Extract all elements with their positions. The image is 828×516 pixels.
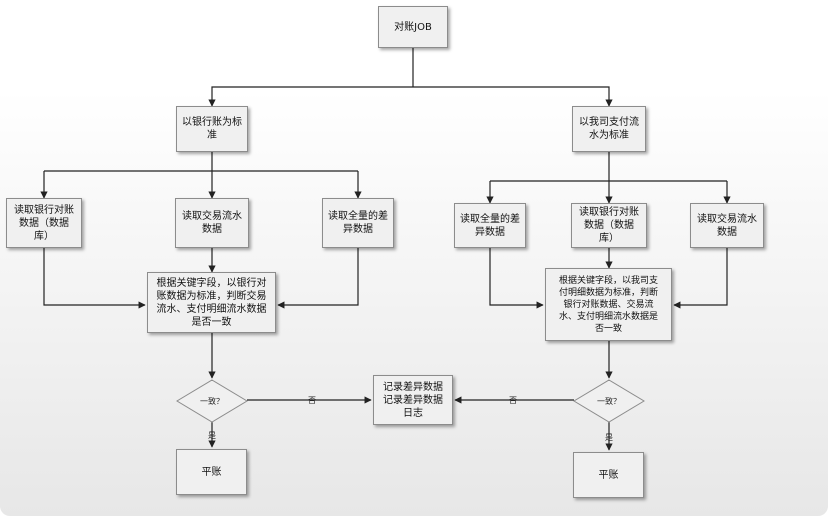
- right-standard-node: 以我司支付流 水为标准: [572, 106, 646, 152]
- right-yes-label: 是: [605, 433, 613, 442]
- left-balanced-node: 平账: [176, 449, 247, 495]
- right-balanced-node: 平账: [573, 452, 644, 498]
- connector-righttrade-to-compare: [673, 248, 728, 309]
- right-read-trade-node: 读取交易流水 数据: [690, 203, 764, 248]
- right-read-bank-node: 读取银行对账 数据（数据 库）: [571, 203, 647, 248]
- connector-root-right: [413, 86, 613, 107]
- right-decision-label: 一致？: [597, 396, 621, 406]
- left-no-label: 否: [308, 396, 316, 405]
- right-no-label: 否: [509, 396, 517, 405]
- connector-leftdiff-to-compare: [277, 248, 359, 309]
- left-decision-label: 一致？: [200, 396, 224, 406]
- left-compare-node: 根据关键字段，以银行对 账数据为标准，判断交易 流水、支付明细流水数据 是否一致: [147, 272, 276, 333]
- right-compare-node: 根据关键字段，以我司支 付明细数据为标准，判断 银行对账数据、交易流 水、支付明…: [545, 268, 672, 341]
- connector-rightdiff-to-compare: [489, 248, 544, 309]
- connector-root-left: [208, 86, 413, 107]
- left-yes-label: 是: [208, 431, 216, 440]
- root-node: 对账JOB: [378, 6, 448, 48]
- connector-leftbank-to-compare: [43, 248, 146, 309]
- record-diff-node: 记录差异数据 记录差异数据 日志: [373, 375, 453, 425]
- left-decision-diamond: [176, 379, 248, 423]
- left-read-diff-node: 读取全量的差 异数据: [322, 198, 394, 248]
- right-read-diff-node: 读取全量的差 异数据: [454, 203, 526, 248]
- left-standard-node: 以银行账为标 准: [176, 106, 248, 152]
- right-decision-diamond: [573, 379, 645, 423]
- left-read-bank-node: 读取银行对账 数据（数据 库）: [6, 198, 82, 248]
- left-read-trade-node: 读取交易流水 数据: [175, 198, 249, 248]
